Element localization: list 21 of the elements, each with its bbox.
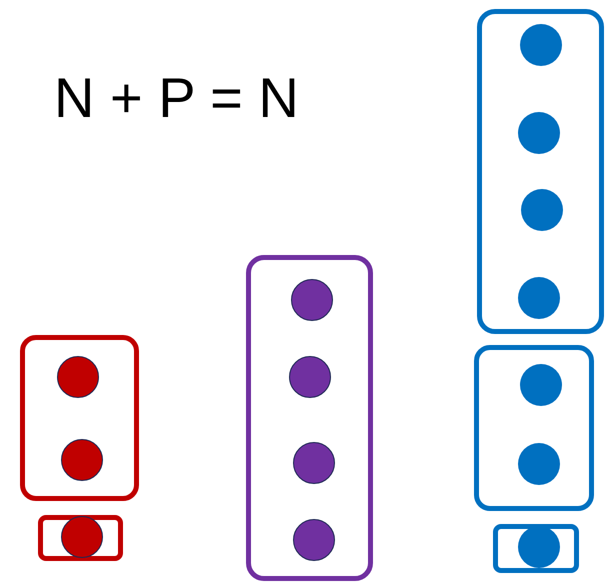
dot (289, 356, 331, 398)
dot (518, 277, 560, 319)
dot (291, 279, 333, 321)
dot (521, 189, 563, 231)
dot (293, 442, 335, 484)
dot (518, 112, 560, 154)
dot (518, 443, 560, 485)
rounded-frame (20, 335, 139, 501)
dot (520, 24, 562, 66)
rounded-frame (477, 9, 604, 334)
dot (57, 356, 99, 398)
dot (61, 439, 103, 481)
dot (61, 516, 103, 558)
rounded-frame (493, 524, 579, 573)
dot (518, 526, 560, 568)
dot (520, 364, 562, 406)
formula-title: N + P = N (54, 66, 299, 130)
rounded-frame (474, 345, 594, 511)
rounded-frame (246, 255, 373, 581)
rounded-frame (38, 515, 123, 561)
dot (293, 519, 335, 561)
